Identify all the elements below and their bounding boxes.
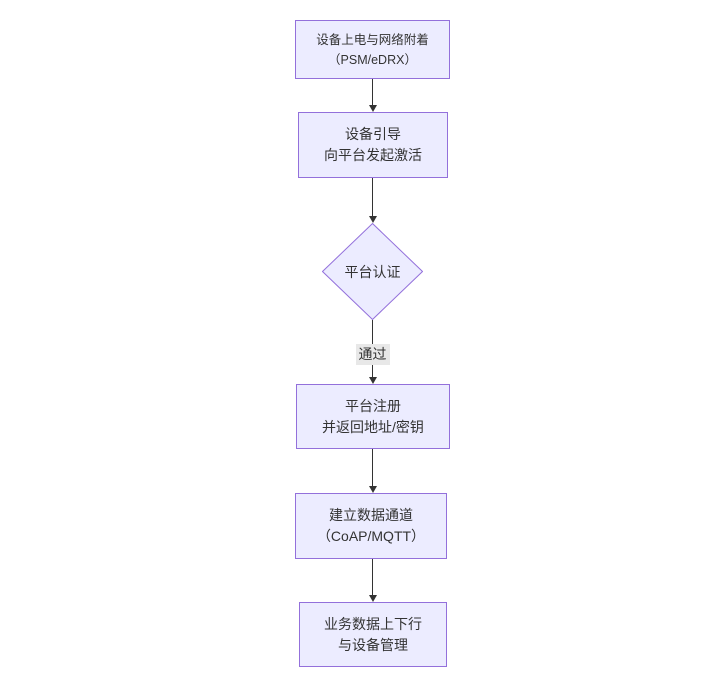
node-power-on-line2: （PSM/eDRX） bbox=[328, 52, 417, 67]
node-power-on: 设备上电与网络附着 （PSM/eDRX） bbox=[295, 20, 450, 79]
node-auth-label: 平台认证 bbox=[344, 263, 401, 280]
arrow-down-icon bbox=[368, 377, 377, 384]
node-power-on-line1: 设备上电与网络附着 bbox=[316, 32, 429, 47]
node-channel: 建立数据通道 （CoAP/MQTT） bbox=[295, 493, 447, 559]
node-auth-decision: 平台认证 bbox=[322, 223, 423, 320]
node-bootstrap: 设备引导 向平台发起激活 bbox=[298, 112, 448, 178]
connector-bootstrap-to-auth bbox=[368, 178, 377, 223]
node-business: 业务数据上下行 与设备管理 bbox=[299, 602, 447, 667]
node-bootstrap-line1: 设备引导 bbox=[345, 126, 401, 142]
edge-line bbox=[372, 178, 373, 216]
connector-channel-to-business bbox=[368, 559, 377, 602]
node-register-line2: 并返回地址/密钥 bbox=[322, 418, 424, 435]
edge-line bbox=[372, 449, 373, 486]
arrow-down-icon bbox=[368, 486, 377, 493]
node-business-line2: 与设备管理 bbox=[338, 636, 408, 653]
arrow-down-icon bbox=[368, 216, 377, 223]
node-business-line1: 业务数据上下行 bbox=[324, 615, 422, 632]
node-bootstrap-line2: 向平台发起激活 bbox=[324, 147, 422, 163]
edge-line bbox=[372, 559, 373, 595]
arrow-down-icon bbox=[368, 105, 377, 112]
arrow-down-icon bbox=[368, 595, 377, 602]
connector-auth-to-register: 通过 bbox=[355, 320, 390, 384]
connector-power-on-to-bootstrap bbox=[368, 79, 377, 112]
node-register-line1: 平台注册 bbox=[345, 397, 401, 414]
connector-register-to-channel bbox=[368, 449, 377, 493]
node-register: 平台注册 并返回地址/密钥 bbox=[296, 384, 450, 449]
node-channel-line2: （CoAP/MQTT） bbox=[316, 528, 426, 544]
node-channel-line1: 建立数据通道 bbox=[329, 507, 413, 523]
edge-line bbox=[372, 79, 373, 105]
diamond-shape bbox=[322, 223, 423, 320]
edge-label-pass: 通过 bbox=[355, 344, 390, 365]
